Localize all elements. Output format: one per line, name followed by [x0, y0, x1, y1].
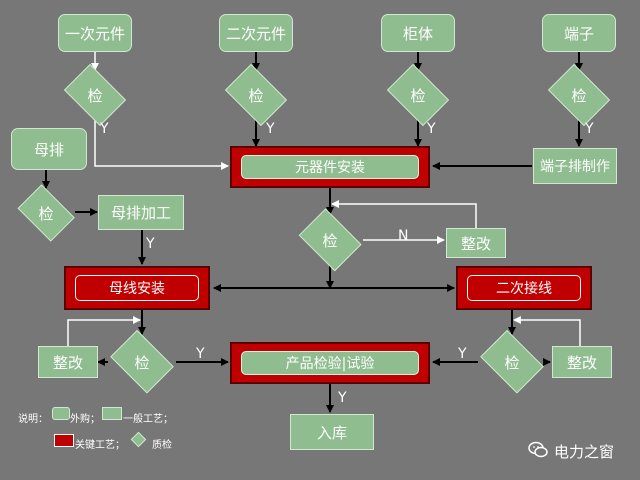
busbar-install-label: 母线安装	[75, 275, 199, 301]
label-n: N	[398, 228, 409, 244]
check-diamond-right: 检	[476, 336, 548, 388]
node-cabinet: 柜体	[381, 14, 455, 52]
node-rework-right: 整改	[552, 346, 612, 378]
product-test-label: 产品检验|试验	[241, 351, 419, 375]
legend-general-swatch	[102, 407, 122, 420]
node-component-install: 元器件安装	[230, 146, 430, 188]
legend-qc: 质检	[152, 440, 172, 451]
node-terminal: 端子	[542, 14, 616, 52]
label-y1: Y	[100, 121, 109, 137]
node-rework-mid: 整改	[446, 228, 506, 258]
label-y-bus: Y	[146, 236, 155, 252]
node-secondary-component: 二次元件	[219, 14, 293, 52]
node-secondary-wiring: 二次接线	[456, 266, 592, 310]
node-terminal-block-making: 端子排制作	[533, 148, 617, 184]
node-primary-component: 一次元件	[58, 14, 132, 52]
node-storage: 入库	[290, 414, 374, 450]
check-diamond-left: 检	[106, 336, 178, 388]
node-rework-left: 整改	[38, 346, 98, 378]
check-diamond-2: 检	[221, 70, 291, 120]
legend-general: 一般工艺；	[123, 414, 173, 425]
node-busbar: 母排	[11, 128, 87, 170]
node-busbar-processing: 母排加工	[98, 195, 184, 230]
line-rework-back	[331, 200, 477, 228]
line-reworkleft-back	[67, 316, 141, 346]
check-diamond-4: 检	[544, 70, 614, 120]
label-y-test: Y	[338, 390, 347, 406]
line-reworkright-back	[513, 316, 581, 346]
check-diamond-3: 检	[383, 70, 453, 120]
label-y-left: Y	[196, 346, 205, 362]
legend-outsourced-swatch	[52, 407, 70, 420]
line-check1-install	[94, 120, 229, 170]
check-diamond-1: 检	[60, 70, 130, 120]
legend-outsourced: 外购；	[70, 414, 100, 425]
label-y-right: Y	[458, 346, 467, 362]
check-diamond-mid: 检	[295, 214, 365, 266]
legend-key: 关键工艺；	[75, 440, 125, 451]
secondary-wiring-label: 二次接线	[467, 275, 581, 301]
check-diamond-busbar: 检	[14, 190, 78, 236]
node-product-test: 产品检验|试验	[230, 342, 430, 384]
component-install-label: 元器件安装	[241, 155, 419, 179]
label-y4: Y	[585, 121, 594, 137]
label-y3: Y	[427, 121, 436, 137]
label-y2: Y	[266, 121, 275, 137]
legend-key-swatch	[54, 434, 74, 447]
node-busbar-install: 母线安装	[64, 266, 210, 310]
wechat-icon	[528, 441, 548, 458]
watermark-text: 电力之窗	[554, 443, 615, 461]
legend-prefix: 说明：	[18, 414, 48, 425]
